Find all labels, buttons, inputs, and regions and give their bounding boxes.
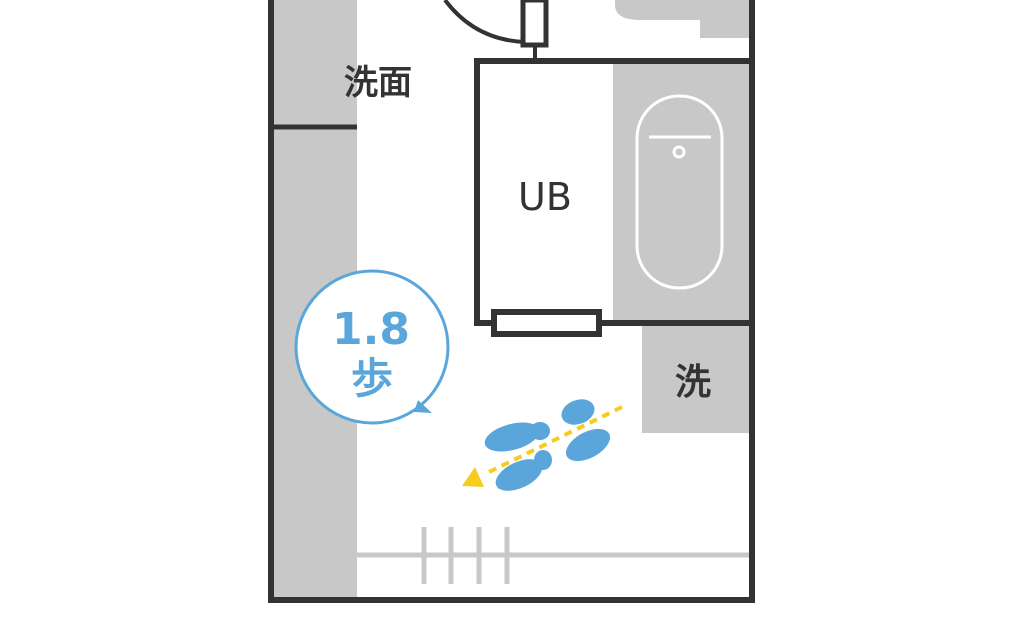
toilet-area — [615, 0, 752, 38]
bathtub-area — [613, 63, 750, 321]
washroom-label: 洗面 — [344, 63, 412, 103]
direction-arrow-icon — [462, 405, 623, 487]
bathtub-icon — [635, 94, 724, 290]
washer-area — [642, 326, 749, 433]
steps-unit: 歩 — [351, 354, 393, 403]
steps-value: 1.8 — [332, 304, 410, 355]
washer-label: 洗 — [675, 362, 711, 403]
unit-bath-label: UB — [518, 175, 572, 219]
door-icon — [443, 0, 549, 60]
ub-door — [491, 309, 602, 337]
outer-walls — [268, 0, 755, 603]
steps-bubble: 1.8 歩 — [294, 269, 450, 425]
footprints-icon — [484, 399, 611, 491]
entrance-step-rail — [357, 527, 749, 584]
